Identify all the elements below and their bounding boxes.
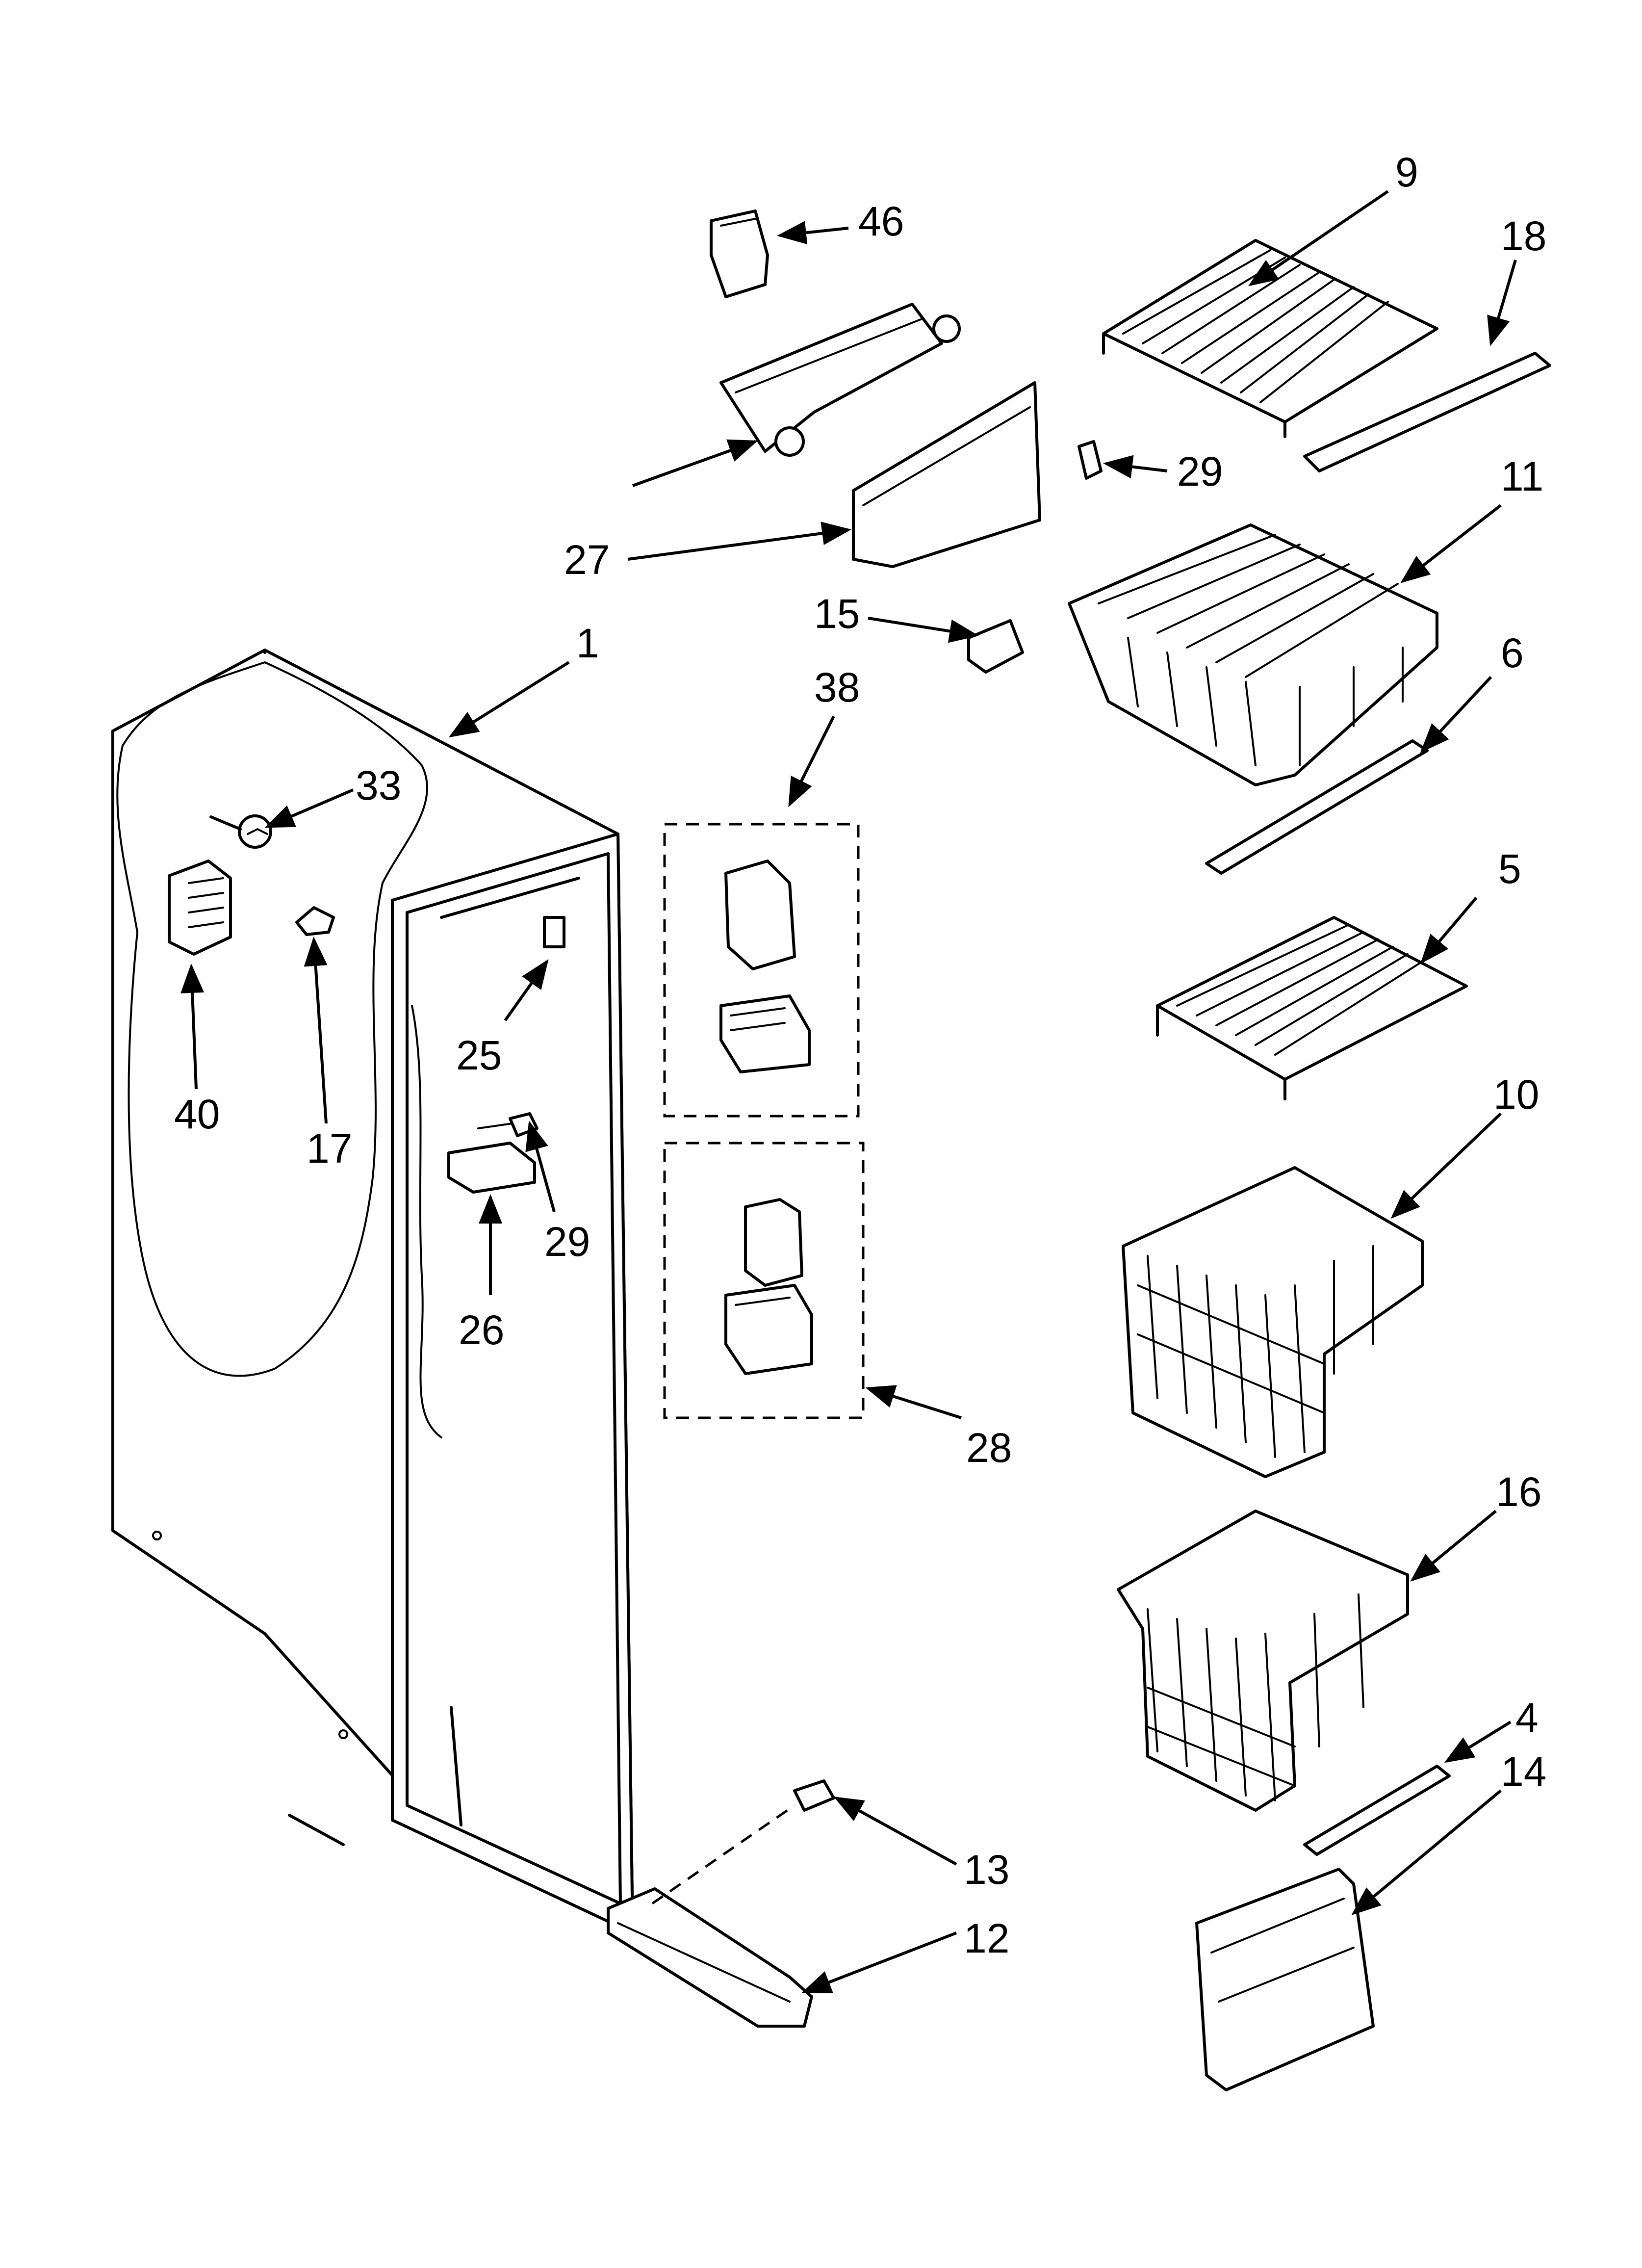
rod-part-4 [1303,1765,1451,1856]
bracket-part-28 [447,1142,536,1194]
cover-part-27 [852,381,1041,568]
callout-4: 4 [1515,1694,1539,1741]
wire-shelf-part-9 [1102,239,1438,438]
callout-12: 14 [1501,1748,1546,1795]
roller-part-14 [967,619,1024,674]
callout-29-left: 29 [544,1219,590,1265]
hinge-bracket [719,303,961,457]
basket-front-part-12 [1195,1868,1375,2091]
callout-11: 11 [1501,453,1543,499]
callout-17: 17 [307,1125,352,1172]
callout-18: 18 [1501,213,1546,259]
wire-basket-part-11 [1068,523,1438,786]
wire-shelf-part-5 [1156,916,1468,1100]
callout-38: 38 [814,664,860,710]
wire-basket-part-10 [1122,1166,1424,1478]
callout-27: 27 [564,537,610,583]
control-assembly-part-26 [663,1142,865,1419]
callout-28: 26 [459,1307,504,1353]
callout-labels: 46 9 18 29 27 11 15 6 1 38 33 5 25 40 17… [174,149,1546,1961]
screw-part-29-right [1078,440,1103,480]
callout-6: 6 [1501,630,1524,676]
rod-part-6 [1205,739,1429,875]
callout-5: 5 [1498,846,1521,892]
control-assembly-part-38 [663,823,860,1118]
callout-16: 13 [964,1847,1009,1893]
callout-29-right: 29 [1177,448,1223,495]
callout-14: 15 [814,591,860,637]
clip-part-17 [295,906,335,936]
callout-1: 1 [576,620,599,666]
callout-46: 46 [858,198,904,244]
callout-13: 12 [964,1915,1009,1961]
light-housing-part-40 [168,860,232,956]
light-bulb-part-33 [209,814,272,849]
wire-basket-part-15 [1117,1510,1409,1812]
callout-9: 9 [1395,149,1418,195]
clip-part-46 [710,209,769,298]
rod-part-18 [1303,352,1551,472]
callout-33: 33 [356,762,401,808]
freezer-liner-part-1 [111,649,634,1934]
callout-40: 40 [174,1091,220,1137]
switch-part-25 [543,916,565,948]
kickplate-part-13 [607,1804,813,2028]
callout-26: 28 [966,1425,1012,1471]
callout-15: 16 [1496,1469,1541,1515]
screw-part-16 [793,1779,835,1812]
callout-10: 10 [1493,1071,1539,1118]
leader-arrows [180,190,1517,1993]
callout-25: 25 [456,1032,502,1078]
